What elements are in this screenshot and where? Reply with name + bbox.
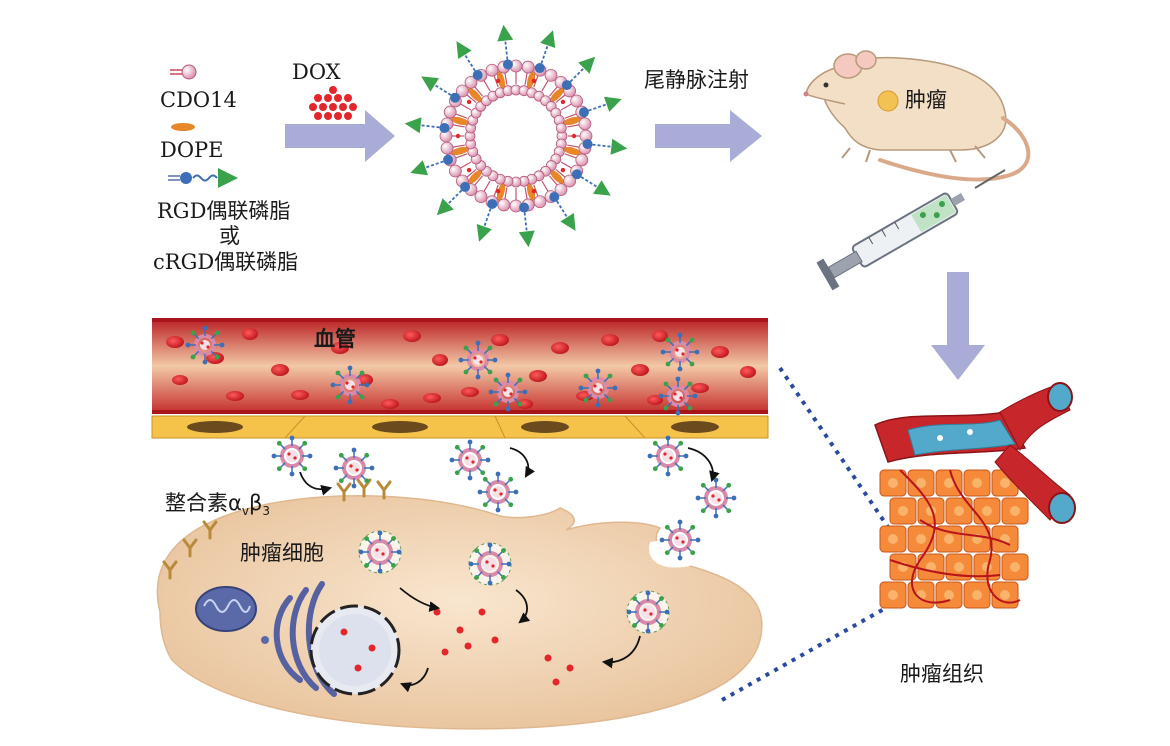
tumor-tissue-label: 肿瘤组织 — [900, 662, 984, 686]
legend-or-label: 或 — [219, 224, 240, 248]
integrin-sub-3: 3 — [262, 504, 270, 519]
integrin-receptors — [162, 478, 392, 580]
mouse-illustration — [803, 50, 1031, 182]
tumor-cell-label: 肿瘤细胞 — [240, 541, 324, 565]
legend-cdo14-label: CDO14 — [160, 88, 237, 112]
arrow-down-icon — [931, 272, 985, 380]
legend-dope-label: DOPE — [160, 138, 224, 162]
legend-rgd-icon — [168, 168, 238, 188]
syringe-icon — [816, 169, 1006, 291]
dox-drug-dots — [309, 86, 357, 120]
dox-label: DOX — [292, 60, 341, 84]
liposome-diagram — [404, 24, 628, 248]
arrow-load-icon — [285, 110, 395, 162]
legend-crgd-label: cRGD偶联磷脂 — [153, 250, 299, 274]
integrin-label-beta: β — [248, 491, 263, 515]
integrin-label-prefix: 整合素α — [165, 491, 242, 515]
nucleus-icon — [309, 604, 401, 696]
tumor-label: 肿瘤 — [905, 88, 947, 112]
blood-vessel-label: 血管 — [314, 327, 356, 351]
red-blood-cells — [166, 325, 756, 416]
arrow-inject-icon — [655, 110, 762, 162]
zoom-connector-lines — [721, 366, 901, 702]
small-liposomes — [271, 435, 737, 634]
injection-label: 尾静脉注射 — [644, 68, 749, 92]
tumor-icon — [877, 90, 899, 112]
mitochondrion-icon — [195, 586, 269, 644]
process-arrows — [299, 447, 720, 693]
legend-cdo14-icon — [170, 64, 197, 80]
released-drug-dots — [433, 608, 574, 686]
legend-rgd-label: RGD偶联磷脂 — [157, 199, 291, 223]
legend-dope-icon — [171, 123, 195, 131]
tumor-tissue-illustration — [874, 382, 1076, 609]
integrin-sub-v: v — [241, 504, 249, 519]
integrin-label: 整合素αvβ3 — [165, 491, 270, 523]
endothelial-layer — [151, 415, 769, 439]
